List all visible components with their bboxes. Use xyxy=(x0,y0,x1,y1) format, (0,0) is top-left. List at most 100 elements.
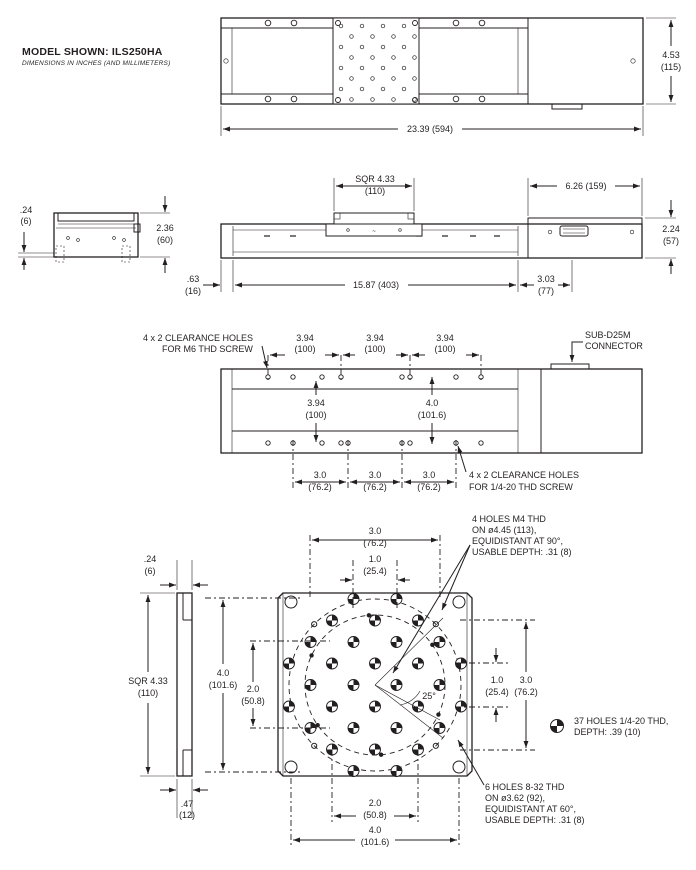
threaded-hole-icon xyxy=(283,657,295,670)
threaded-hole-legend-icon xyxy=(550,719,564,733)
motor-housing-side xyxy=(527,217,643,259)
carriage-hole-icon xyxy=(401,65,407,71)
threaded-hole-fill xyxy=(455,701,467,712)
small-hole-icon xyxy=(315,722,320,728)
end-height-mm: (60) xyxy=(157,235,173,245)
base-hole-icon xyxy=(452,19,460,27)
threaded-hole-icon xyxy=(369,614,381,627)
imp-note-line2: FOR 1/4-20 THD SCREW xyxy=(469,482,573,492)
motor-length-label: 6.26 (159) xyxy=(565,181,606,191)
threaded-hole-icon xyxy=(304,636,317,648)
carriage-hole-icon xyxy=(380,23,386,29)
base-hole-icon xyxy=(478,95,486,103)
threaded-hole-fill xyxy=(305,636,316,648)
carriage-hole-icon xyxy=(349,76,354,81)
threaded-hole-icon xyxy=(326,614,338,627)
imp-pitch-1-mm: (76.2) xyxy=(308,482,332,492)
threaded-hole-fill xyxy=(326,658,338,669)
detail-holes xyxy=(283,593,467,777)
threaded-hole-fill xyxy=(326,701,338,712)
m4-note-4: USABLE DEPTH: .31 (8) xyxy=(472,547,572,557)
base-hole-icon xyxy=(264,95,272,103)
threaded-hole-icon xyxy=(347,679,360,691)
bottom-2-mm: (50.8) xyxy=(363,810,387,820)
threaded-hole-fill xyxy=(369,744,381,755)
corner-hole-icon xyxy=(335,97,341,103)
threaded-hole-fill xyxy=(283,658,295,669)
h37-note-1: 37 HOLES 1/4-20 THD, xyxy=(574,716,668,726)
end-len-in: 3.03 xyxy=(537,274,555,284)
base-hole-icon xyxy=(264,19,272,27)
h6-note-1: 6 HOLES 8-32 THD xyxy=(485,782,565,792)
threaded-hole-fill xyxy=(412,744,424,755)
carriage-top xyxy=(332,17,420,105)
carriage-plate-edge xyxy=(176,592,193,777)
left-2-mm: (50.8) xyxy=(241,696,265,706)
base-hole-icon xyxy=(399,374,405,380)
base-body xyxy=(220,368,643,454)
base-hole-icon xyxy=(290,374,296,380)
threaded-hole-icon xyxy=(412,657,424,670)
top-height-mm: (115) xyxy=(661,62,681,72)
carriage-hole-icon xyxy=(401,86,407,92)
row2-spacing-in: 4.0 xyxy=(426,398,439,408)
base-hole-icon xyxy=(407,440,413,446)
top-view: 4.53 (115) 23.39 (594) xyxy=(220,17,681,136)
m4-hole-icon xyxy=(432,621,439,628)
m4-hole-icon xyxy=(311,742,318,749)
end-width-mm: (6) xyxy=(21,216,32,226)
connector-base xyxy=(550,363,590,370)
side-view: ~ SQR 4.33 (110) 6.26 (159) 2.24 (57) .6… xyxy=(185,174,680,296)
carriage-hole-icon xyxy=(359,65,365,71)
corner-hole-icon xyxy=(335,20,341,26)
angle-label: 25° xyxy=(422,691,436,701)
top-1-mm: (25.4) xyxy=(363,566,387,576)
threaded-hole-icon xyxy=(369,700,381,713)
right-3-mm: (76.2) xyxy=(514,687,538,697)
end-view: .24 (6) 2.36 (60) xyxy=(18,196,174,273)
threaded-hole-icon xyxy=(390,636,403,648)
m6-pitch-3-in: 3.94 xyxy=(436,333,454,343)
base-hole-icon xyxy=(478,440,484,446)
m6-pitch-1-in: 3.94 xyxy=(296,333,314,343)
carriage-hole-icon xyxy=(380,86,386,92)
end-height-in: 2.36 xyxy=(156,223,174,233)
title-block: MODEL SHOWN: ILS250HA DIMENSIONS IN INCH… xyxy=(22,46,170,67)
threaded-hole-fill xyxy=(412,615,424,626)
m6-pitch-2-mm: (100) xyxy=(364,344,385,354)
threaded-hole-fill xyxy=(348,593,359,605)
small-hole-icon xyxy=(309,653,314,658)
threaded-hole-icon xyxy=(433,679,446,691)
h6-note-4: USABLE DEPTH: .31 (8) xyxy=(485,815,585,825)
threaded-hole-icon xyxy=(347,636,360,648)
top-height-in: 4.53 xyxy=(662,50,680,60)
threaded-hole-fill xyxy=(326,615,338,626)
threaded-hole-icon xyxy=(347,593,360,605)
carriage-hole-icon xyxy=(359,23,365,29)
small-hole-icon xyxy=(378,752,384,757)
side-height-in: 2.24 xyxy=(662,224,680,234)
end-width-in: .24 xyxy=(20,205,33,215)
threaded-hole-fill xyxy=(369,658,381,669)
base-hole-icon xyxy=(453,374,459,380)
carriage-hole-icon xyxy=(380,44,386,50)
top-length-label: 23.39 (594) xyxy=(407,124,453,134)
base-hole-icon xyxy=(338,440,344,446)
right-1-mm: (25.4) xyxy=(485,687,509,697)
carriage-hole-icon xyxy=(359,44,365,50)
brand-logo: ~ xyxy=(372,229,376,235)
threaded-hole-icon xyxy=(369,657,381,670)
base-hole-icon xyxy=(319,440,325,446)
m4-hole-icon xyxy=(311,621,318,628)
threaded-hole-fill xyxy=(412,701,424,712)
threaded-hole-fill xyxy=(369,615,381,626)
m4-note-3: EQUIDISTANT AT 90°, xyxy=(472,536,563,546)
base-hole-icon xyxy=(452,95,460,103)
threaded-hole-icon xyxy=(455,657,467,670)
detail-flange-mm: (12) xyxy=(179,810,195,820)
threaded-hole-icon xyxy=(390,722,403,734)
carriage-hole-icon xyxy=(349,97,354,102)
imp-pitch-1-in: 3.0 xyxy=(314,470,327,480)
threaded-hole-icon xyxy=(390,679,403,691)
